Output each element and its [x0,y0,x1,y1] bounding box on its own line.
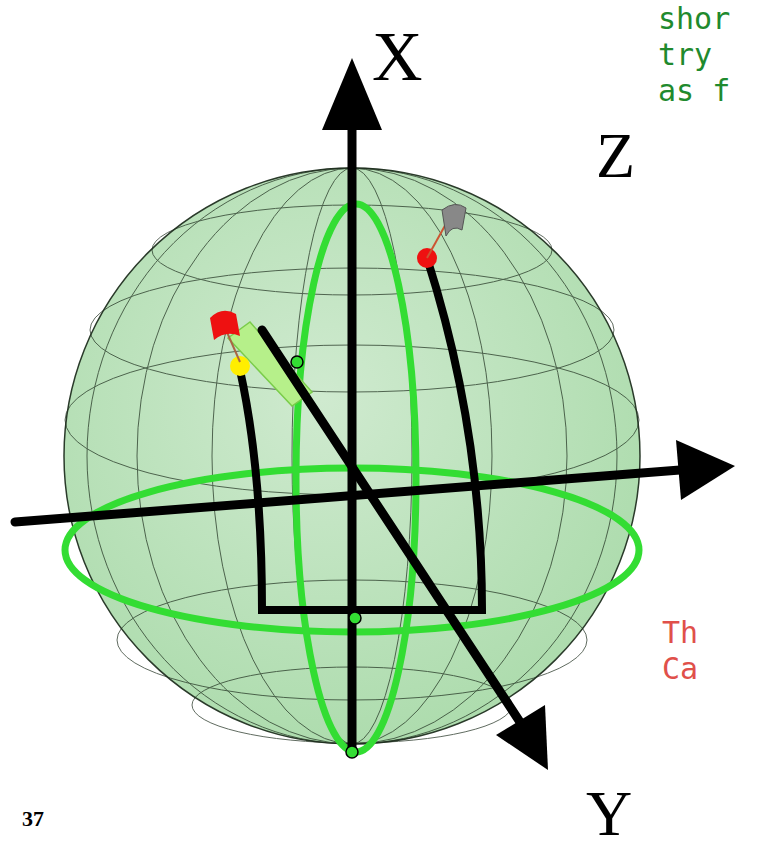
page-number: 37 [22,808,44,830]
path-line [240,258,482,610]
note-text: as f [658,76,730,106]
green-dot [291,356,303,368]
grey-flag [442,204,466,236]
axis-label: Y [586,782,632,846]
note-text: Ca [662,654,698,684]
x-axis [348,120,357,752]
axis-label: Z [596,124,635,188]
green-dot [346,746,358,758]
green-dot [349,612,361,624]
z-axis [15,470,680,522]
note-text: Th [662,618,698,648]
red-flag [210,311,240,340]
note-text: try [658,40,712,70]
z-arrowhead [676,440,735,500]
yellow-dot [230,356,250,376]
y-axis [262,330,520,722]
note-text: shor [658,4,730,34]
y-arrowhead [496,705,548,770]
flag-pole [427,222,447,258]
axis-label: X [372,22,423,92]
